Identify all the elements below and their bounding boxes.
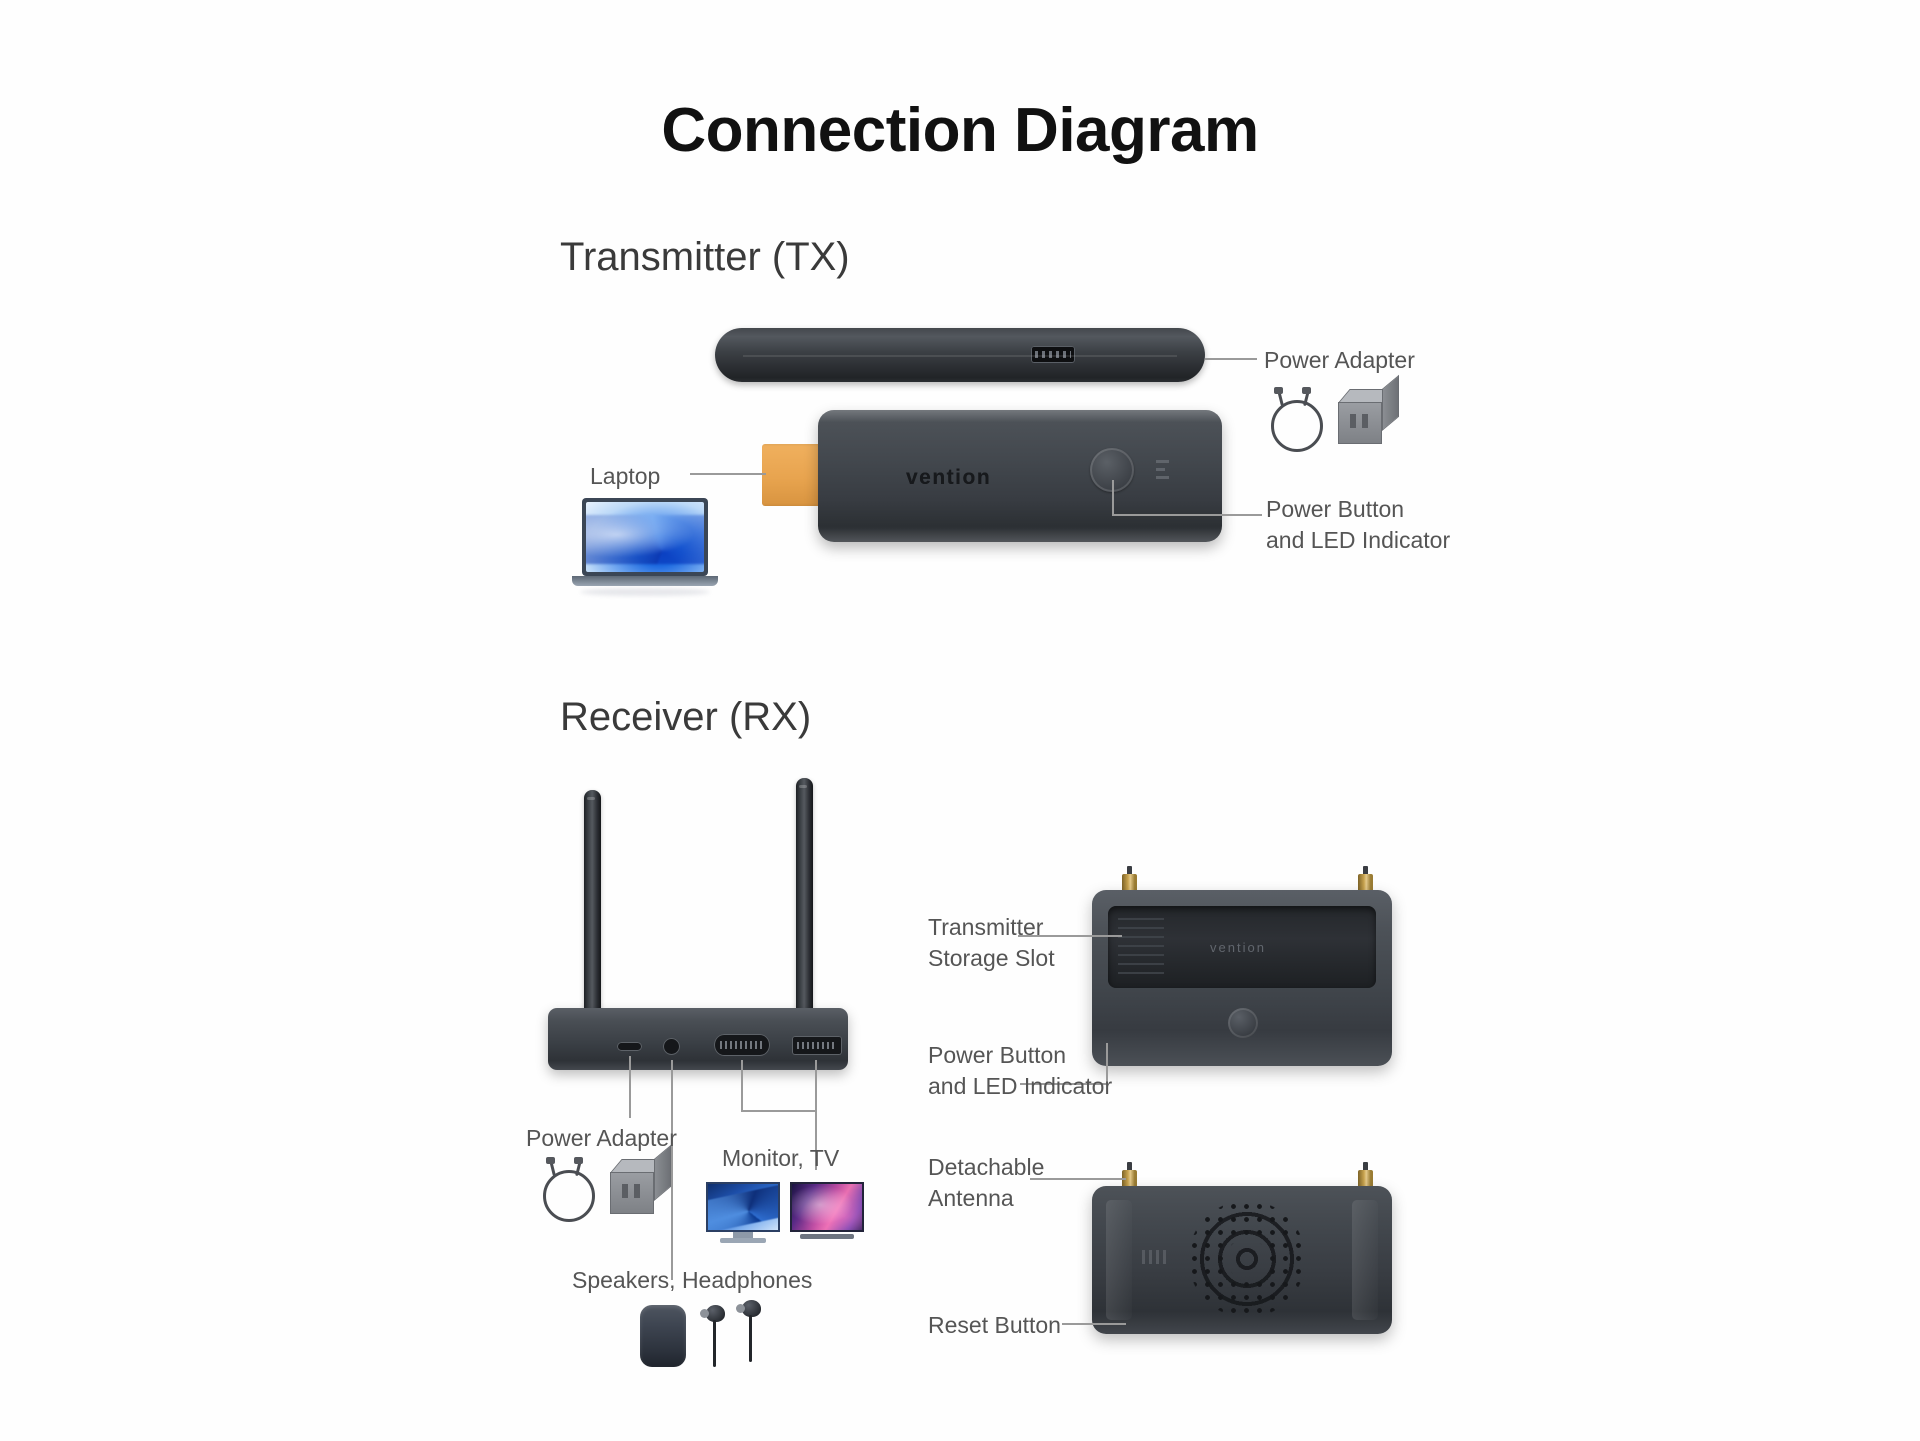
callout-rx-speakers-headphones: Speakers, Headphones — [572, 1267, 813, 1293]
transmitter-body: vention — [818, 410, 1222, 542]
transmitter-hdmi-connector — [762, 444, 822, 506]
tv-icon — [790, 1182, 864, 1244]
leader-line-rx-power-adapter-vertical — [629, 1056, 631, 1118]
leader-line-tx-power-button-vertical — [1112, 480, 1114, 516]
receiver-reset-button-icon — [1142, 1250, 1170, 1264]
power-brick-icon — [1336, 374, 1402, 446]
callout-rx-antenna: Detachable Antenna — [928, 1154, 1045, 1212]
leader-line-rx-power-button-vertical — [1106, 1043, 1108, 1085]
leader-line-rx-hdmi-v — [815, 1060, 817, 1170]
section-heading-receiver: Receiver (RX) — [560, 695, 812, 739]
leader-line-rx-storage-slot — [1018, 935, 1122, 937]
callout-rx-reset: Reset Button — [928, 1312, 1061, 1338]
leader-line-rx-power-button — [1020, 1083, 1108, 1085]
receiver-transmitter-storage-slot: vention — [1108, 906, 1376, 988]
laptop-icon — [572, 498, 718, 598]
transmitter-edge-view — [715, 328, 1205, 382]
cable-coil-icon-rx — [540, 1157, 595, 1222]
speaker-icon — [640, 1305, 686, 1367]
leader-line-rx-antenna — [1030, 1178, 1126, 1180]
receiver-bottom-view — [1092, 1186, 1392, 1334]
receiver-vga-port-icon — [714, 1034, 770, 1056]
receiver-power-button-icon — [1228, 1008, 1258, 1038]
callout-tx-power-button: Power Button and LED Indicator — [1266, 496, 1451, 554]
leader-line-tx-power-adapter — [1205, 358, 1257, 360]
leader-line-rx-audio-v1 — [671, 1060, 673, 1096]
callout-rx-power-button: Power Button and LED Indicator — [928, 1042, 1113, 1100]
receiver-vent-grille-dots — [1188, 1200, 1306, 1318]
receiver-hdmi-port-icon — [792, 1036, 842, 1055]
leader-line-rx-reset — [1062, 1323, 1126, 1325]
callout-tx-power-adapter: Power Adapter — [1264, 347, 1415, 373]
section-heading-transmitter: Transmitter (TX) — [560, 235, 850, 279]
cable-coil-icon — [1268, 387, 1323, 452]
storage-slot-ridges-icon — [1118, 918, 1164, 976]
earbuds-icon-left — [700, 1305, 726, 1367]
leader-line-tx-laptop — [690, 473, 766, 475]
leader-line-rx-monitor-h — [741, 1110, 817, 1112]
receiver-bottom-strip-left — [1106, 1200, 1132, 1320]
callout-rx-power-adapter: Power Adapter — [526, 1125, 677, 1151]
callout-rx-storage-slot: Transmitter Storage Slot — [928, 914, 1055, 972]
receiver-antenna-left — [584, 790, 601, 1018]
callout-tx-laptop: Laptop — [590, 463, 661, 489]
leader-line-rx-audio-v2 — [671, 1094, 673, 1280]
receiver-brand-logo: vention — [1210, 940, 1266, 955]
earbuds-icon-right — [736, 1300, 762, 1362]
receiver-usb-c-port-icon — [617, 1042, 642, 1051]
callout-rx-monitor-tv: Monitor, TV — [722, 1145, 840, 1171]
transmitter-edge-port-icon — [1031, 346, 1075, 363]
receiver-audio-jack-port-icon — [663, 1038, 680, 1055]
receiver-antenna-right — [796, 778, 813, 1018]
transmitter-led-indicator-icon — [1156, 460, 1169, 480]
page-title: Connection Diagram — [661, 96, 1259, 165]
receiver-top-view: vention — [1092, 890, 1392, 1066]
transmitter-brand-logo: vention — [906, 466, 992, 489]
leader-line-rx-vga-v — [741, 1060, 743, 1112]
monitor-icon — [706, 1182, 780, 1244]
receiver-bottom-strip-right — [1352, 1200, 1378, 1320]
power-brick-icon-rx — [608, 1144, 674, 1216]
leader-line-tx-power-button — [1112, 514, 1262, 516]
